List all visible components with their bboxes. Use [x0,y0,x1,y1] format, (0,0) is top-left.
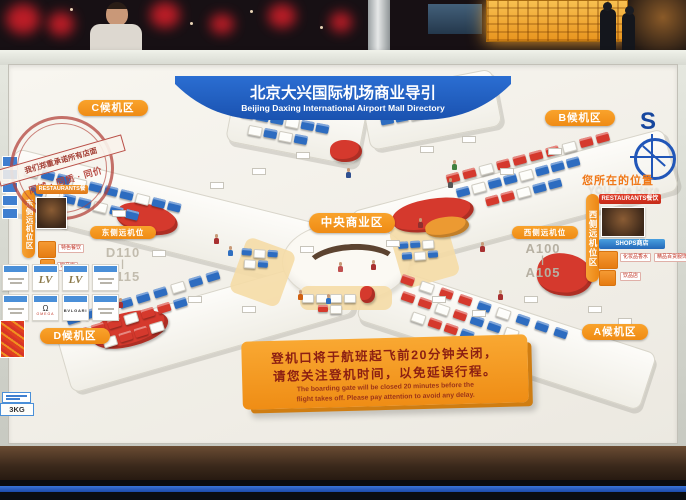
bystander-head [106,2,128,26]
brand-logo: LV [68,274,83,286]
legend-right-swatch-2 [599,270,616,286]
area-label-d: D候机区 [40,328,110,344]
legend-left-restaurants-banner: RESTAURANTS餐饮 [36,185,88,201]
area-label-c: C候机区 [78,100,148,116]
legend-right-swatch-1 [598,251,618,269]
led-glow [268,4,296,28]
header-banner: 北京大兴国际机场商业导引 Beijing Daxing Internationa… [175,76,511,120]
gate-west-bottom: A105 [525,265,561,281]
legend-right-shops-banner: SHOPS商店 [599,239,665,249]
remote-west-pill: 西侧远机位 [512,226,578,239]
area-label-central: 中央商业区 [309,213,395,233]
legend-right-chip-4: 饮品店 [620,272,642,281]
gate-range-west: A100 | A105 [514,242,572,280]
promo-card [0,320,25,358]
board-top-bevel [0,50,686,65]
floor [0,446,686,480]
brand-card: BVLGARI [62,294,89,321]
area-label-a: A候机区 [582,324,648,340]
remote-east-pill: 东侧远机位 [90,226,156,239]
area-label-b: B候机区 [545,110,615,126]
board-title-zh: 北京大兴国际机场商业导引 [250,83,436,102]
led-glow [6,4,40,34]
brand-card-header [4,266,27,272]
restaurant-photo-left [36,197,67,229]
mall-background [0,0,686,62]
brand-card-header [4,296,27,302]
board-title-en: Beijing Daxing International Airport Mal… [241,103,445,113]
legend-left-swatch-1 [38,241,56,258]
brand-card-header [94,296,117,302]
kg-chip: 3KG [0,403,34,416]
person-silhouette [622,6,635,59]
light-speck [320,26,323,29]
legend-right-restaurants-banner: RESTAURANTS餐饮 [599,194,661,204]
person-silhouette [600,2,616,59]
brand-card-header [34,296,57,302]
led-glow [48,12,74,36]
brand-logo: BVLGARI [63,308,88,313]
warm-storefront [628,0,686,58]
brand-card-header [64,266,87,272]
brand-logo: LV [38,274,53,286]
light-speck [250,10,253,13]
edge-label-chip [2,392,31,403]
light-speck [70,8,73,11]
brand-logo [93,273,118,288]
legend-left-chip-1: 特色餐饮 [58,244,85,253]
brand-logo [3,303,28,318]
gate-east-top: D110 [105,245,141,260]
led-glow [330,12,352,32]
compass-south-label: S [640,108,657,135]
brand-logo [93,303,118,318]
wall-screen [428,4,482,34]
pillar [368,0,390,62]
gate-west-top: A100 [525,241,561,256]
brand-card [2,264,29,291]
led-glow [150,2,180,28]
led-glow [210,14,234,34]
remote-west-strip: 西侧远机位区 [586,194,599,282]
brand-card [2,294,29,321]
bottom-blue-line [0,486,686,492]
brand-card: LV [32,264,59,291]
brand-logo [3,273,28,288]
legend-right-chip-row: 化妆品香水 精品百货服饰 特色商品 [620,253,686,262]
brand-card [92,294,119,321]
legend-right-chip: 精品百货服饰 [654,253,686,262]
brand-card-header [34,266,57,272]
brand-card-header [94,266,117,272]
brand-card: LV [62,264,89,291]
light-speck [190,22,193,25]
brand-card-header [64,296,87,302]
brand-card [92,264,119,291]
legend-right-chip: 化妆品香水 [620,253,652,262]
restaurant-photo-right [601,207,645,237]
boarding-notice: 登机口将于航班起飞前20分钟关闭， 请您关注登机时间，以免延误行程。 The b… [241,334,529,410]
